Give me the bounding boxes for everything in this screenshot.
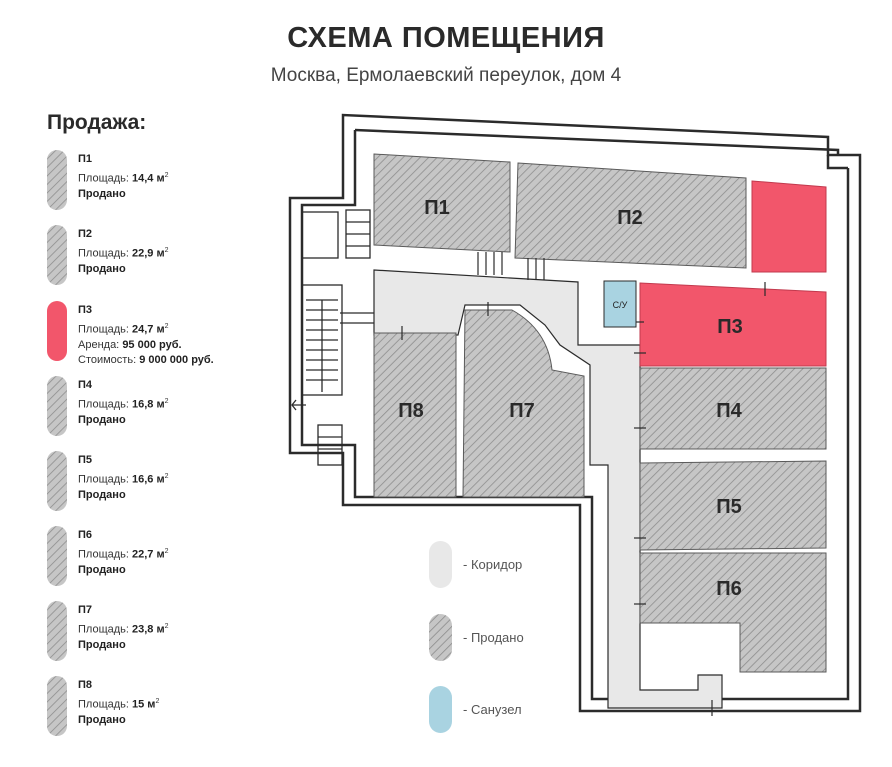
sold-swatch [47,376,67,436]
area-label: Площадь: [78,623,129,636]
area-label: Площадь: [78,473,129,486]
area-value: 22,9 м [132,247,165,260]
status: Продано [78,488,126,501]
sold-swatch [47,601,67,661]
unit-id: П5 [78,454,93,466]
available-swatch [47,301,67,361]
unit-id: П3 [78,304,93,316]
bathroom [603,280,637,328]
map-key: - Коридор - Продано - Санузел [429,541,524,733]
room-label-p1: П1 [424,197,450,219]
sold-swatch [47,451,67,511]
room-p8[interactable] [373,332,457,498]
status: Продано [78,262,126,275]
status: Продано [78,187,126,200]
unit-p2[interactable]: П2 Площадь: 22,9 м2 Продано [47,225,277,287]
status: Продано [78,413,126,426]
bathroom-key-label: - Санузел [463,702,522,717]
unit-sup: 2 [164,622,169,630]
sold-swatch [47,676,67,736]
unit-p8[interactable]: П8 Площадь: 15 м2 Продано [47,676,277,738]
area-value: 22,7 м [132,548,165,561]
status: Продано [78,638,126,651]
area-value: 16,8 м [132,398,165,411]
area-label: Площадь: [78,172,129,185]
room-label-p8: П8 [398,400,424,422]
room-p5[interactable] [639,460,827,551]
corridor-swatch [429,541,452,588]
unit-sup: 2 [164,472,169,480]
room-label-p6: П6 [716,578,742,600]
sold-swatch [47,150,67,210]
unit-sup: 2 [155,697,160,705]
area-value: 16,6 м [132,473,165,486]
area-value: 23,8 м [132,623,165,636]
price-label: Стоимость: [78,354,137,367]
unit-sup: 2 [164,322,169,330]
area-label: Площадь: [78,323,129,336]
room-p7[interactable] [462,309,585,498]
unit-p7[interactable]: П7 Площадь: 23,8 м2 Продано [47,601,277,663]
bathroom-label: С/У [613,300,628,310]
area-label: Площадь: [78,247,129,260]
sold-swatch [47,225,67,285]
sold-key-label: - Продано [463,630,524,645]
corridor-key-label: - Коридор [463,557,522,572]
bathroom-swatch [429,686,452,733]
unit-id: П8 [78,679,93,691]
area-label: Площадь: [78,698,129,711]
unit-sup: 2 [164,171,169,179]
door-marks [340,252,766,716]
status: Продано [78,713,126,726]
area-value: 14,4 м [132,172,165,185]
room-label-p4: П4 [716,400,742,422]
status: Продано [78,563,126,576]
unit-id: П6 [78,529,93,541]
sold-key-swatch [429,614,452,661]
room-label-p2: П2 [617,207,643,229]
unit-p4[interactable]: П4 Площадь: 16,8 м2 Продано [47,376,277,438]
stairs [291,209,371,466]
unit-id: П7 [78,604,93,616]
sold-rooms [373,153,827,673]
unit-sup: 2 [164,547,169,555]
page-title: СХЕМА ПОМЕЩЕНИЯ [287,22,605,54]
area-value: 15 м [132,698,156,711]
room-p6[interactable] [639,552,827,673]
rent-label: Аренда: [78,338,120,351]
address: Москва, Ермолаевский переулок, дом 4 [270,65,622,86]
unit-sup: 2 [164,397,169,405]
unit-id: П1 [78,153,93,165]
unit-p5[interactable]: П5 Площадь: 16,6 м2 Продано [47,451,277,513]
price-value: 9 000 000 руб. [139,354,214,367]
sold-swatch [47,526,67,586]
area-label: Площадь: [78,548,129,561]
area-label: Площадь: [78,398,129,411]
unit-sup: 2 [164,246,169,254]
unit-p3[interactable]: П3 Площадь: 24,7 м2 Аренда: 95 000 руб. … [47,301,277,369]
unit-id: П2 [78,228,93,240]
area-value: 24,7 м [132,323,165,336]
unit-p6[interactable]: П6 Площадь: 22,7 м2 Продано [47,526,277,588]
unit-id: П4 [78,379,93,391]
unit-p1[interactable]: П1 Площадь: 14,4 м2 Продано [47,150,277,212]
room-p4[interactable] [639,367,827,450]
room-p2[interactable] [514,162,747,269]
available-room-p3[interactable] [639,180,827,367]
room-label-p3: П3 [717,316,743,338]
room-label-p5: П5 [716,496,742,518]
sale-heading: Продажа: [47,111,147,134]
room-p1[interactable] [373,153,511,253]
room-label-p7: П7 [509,400,535,422]
rent-value: 95 000 руб. [122,338,182,351]
